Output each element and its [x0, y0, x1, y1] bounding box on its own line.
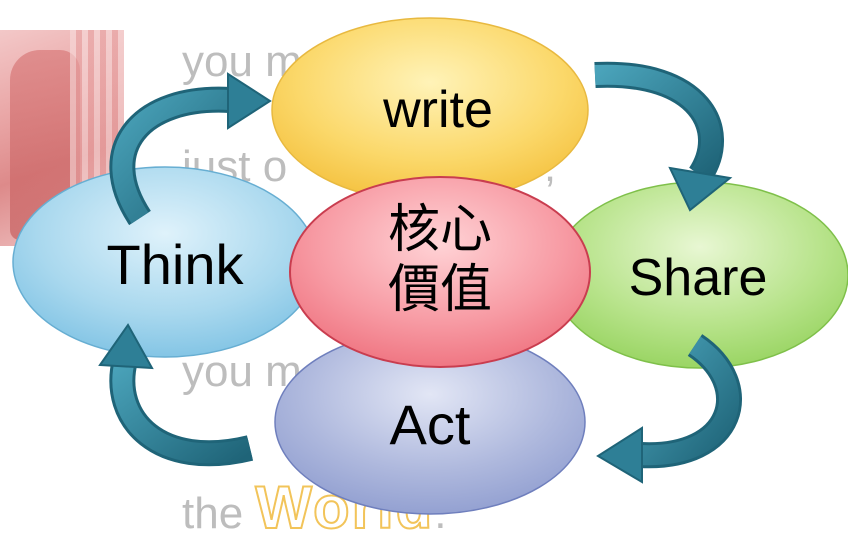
label-act: Act: [389, 393, 471, 456]
label-core-line-1: 核心: [387, 200, 492, 260]
arrow-think-to-write: [109, 72, 272, 226]
arrow-share-to-act: [596, 334, 742, 484]
label-core: 核心 價值: [350, 200, 530, 320]
label-core-line-2: 價值: [387, 260, 492, 320]
arrow-write-to-share: [594, 61, 733, 212]
cycle-diagram: [12, 17, 848, 515]
node-core: [289, 176, 591, 368]
arrow-act-to-think: [98, 323, 254, 467]
background-text-line-3: you m: [182, 347, 302, 396]
background-text-line-1: you m: [182, 37, 302, 86]
label-share: Share: [628, 249, 768, 307]
label-think: Think: [106, 233, 244, 296]
label-write: write: [383, 81, 493, 139]
